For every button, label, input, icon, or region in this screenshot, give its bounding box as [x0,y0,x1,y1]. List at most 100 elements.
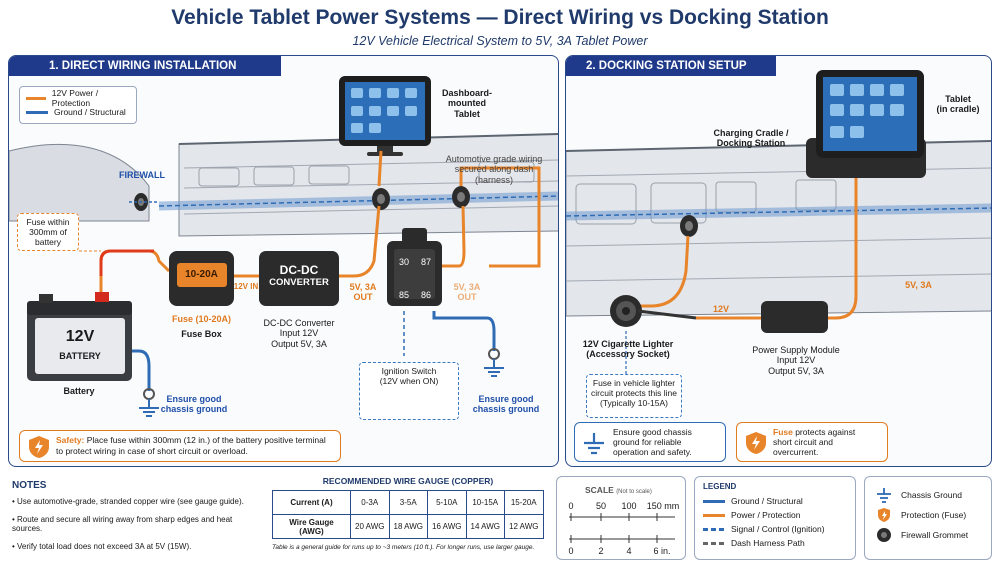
battery-voltage: 12V [65,328,95,345]
line-legend-label: Signal / Control (Ignition) [731,524,825,534]
symbol-label: Firewall Grommet [901,530,969,540]
line-legend-item: Signal / Control (Ignition) [703,522,847,536]
notes-section: NOTES • Use automotive-grade, stranded c… [12,480,262,560]
legend-ground-label: Ground / Structural [54,107,126,117]
note-text-1: Use automotive-grade, stranded copper wi… [17,497,244,506]
note-item-2: • Route and secure all wiring away from … [12,515,233,533]
output-5v-label-b: 5V, 3A OUT [453,282,481,303]
scale-in-4: 4 [626,546,632,556]
ground-icon [584,433,604,455]
cradle-tablet-label: Tablet (in cradle) [936,94,980,115]
cradle-fuse-note: Fuse protects against short circuit and … [736,422,888,462]
docking-station-drawing [566,70,991,374]
docking-station-heading: 2. DOCKING STATION SETUP [566,56,776,76]
table-cell: 20 AWG [350,514,390,539]
gauge-footnote: Table is a general guide for runs up to … [272,544,535,551]
shield-icon [878,508,890,522]
lighter-fuse-note: Fuse in vehicle lighter circuit protects… [586,374,682,418]
scale-in-2: 2 [598,546,604,556]
cradle-fuse-heading: Fuse [773,427,793,437]
line-legend-label: Power / Protection [731,510,801,520]
table-cell: 18 AWG [388,514,428,539]
power-line-icon [703,513,725,517]
line-legend-box: LEGEND Ground / Structural Power / Prote… [694,476,856,560]
symbol-label: Chassis Ground [901,490,962,500]
fuse-box-label: Fuse Box [181,329,222,339]
battery-word: BATTERY [59,351,101,361]
notes-heading: NOTES [12,480,47,491]
line-legend-heading: LEGEND [703,482,737,491]
harness-note: Automotive grade wiring secured along da… [445,154,543,185]
legend-power-label: 12V Power / Protection [51,88,99,108]
line-legend-item: Dash Harness Path [703,536,847,550]
table-cell: 3-5A [388,490,428,515]
table-cell: 16 AWG [427,514,467,539]
table-cell: 5-10A [427,490,467,515]
ground-icon [877,488,891,503]
symbol-item-fuse: Protection (Fuse) [873,505,983,525]
current-header: Current (A) [272,490,351,515]
symbol-item-ground: Chassis Ground [873,485,983,505]
scale-mm-150: 150 mm [646,501,680,511]
cradle-fuse-text-wrap: Fuse protects against short circuit and … [773,427,855,458]
scale-mm-100: 100 [621,501,637,511]
power-module-label: Power Supply Module Input 12V Output 5V,… [752,345,840,376]
dashboard-tablet-label: Dashboard- mounted Tablet [441,88,492,119]
direct-wiring-heading: 1. DIRECT WIRING INSTALLATION [9,56,281,76]
relay-pin-85: 85 [398,290,409,300]
shield-icon [29,436,49,458]
table-cell: 15-20A [504,490,544,515]
legend-ground: Ground / Structural [26,105,130,119]
ground-line-icon [703,499,725,503]
table-cell: 10-15A [465,490,505,515]
relay-pin-86: 86 [420,290,431,300]
direct-wiring-drawing [9,76,558,417]
converter-line1: DC-DC [279,263,319,277]
line-legend-item: Ground / Structural [703,494,847,508]
symbol-item-grommet: Firewall Grommet [873,525,983,545]
note-text-3: Verify total load does not exceed 3A at … [17,542,192,551]
fuse-box-value: 10-20A [185,269,218,280]
relay-pin-87: 87 [420,257,431,267]
scale-in-6: 6 in. [653,546,671,556]
line-legend-item: Power / Protection [703,508,847,522]
ground-note-battery: Ensure good chassis ground [160,394,228,415]
scale-in-0: 0 [568,546,574,556]
cradle-ground-text: Ensure good chassis ground for reliable … [613,427,692,458]
converter-line2: CONVERTER [269,277,329,288]
table-row: Wire Gauge (AWG) 20 AWG 18 AWG 16 AWG 14… [272,514,544,539]
ground-note-relay: Ensure good chassis ground [472,394,540,415]
harness-line-icon [703,541,725,545]
scale-box: SCALE (Not to scale) 0 50 100 150 mm 0 2… [556,476,686,560]
symbol-label: Protection (Fuse) [901,510,967,520]
power-line-icon [26,96,46,100]
converter-description: DC-DC Converter Input 12V Output 5V, 3A [263,318,335,349]
wire-gauge-table: Current (A) 0-3A 3-5A 5-10A 10-15A 15-20… [272,490,544,539]
legend-power: 12V Power / Protection [26,88,130,108]
gauge-heading: RECOMMENDED WIRE GAUGE (COPPER) [322,476,494,486]
docking-station-panel: 2. DOCKING STATION SETUP [565,55,992,467]
table-cell: 0-3A [350,490,390,515]
wire-gauge-section: RECOMMENDED WIRE GAUGE (COPPER) Current … [272,476,544,561]
note-item-1: • Use automotive-grade, stranded copper … [12,497,244,506]
cradle-input-12v: 12V [712,304,729,314]
cradle-label: Charging Cradle / Docking Station [713,128,789,149]
note-text-2: Route and secure all wiring away from sh… [12,515,233,533]
wire-legend: 12V Power / Protection Ground / Structur… [19,86,137,124]
safety-text: Place fuse within 300mm (12 in.) of the … [56,435,326,456]
ground-line-icon [26,110,48,114]
table-cell: 14 AWG [465,514,505,539]
scale-ruler [569,513,675,543]
scale-mm-0: 0 [568,501,574,511]
symbol-legend-box: Chassis Ground Protection (Fuse) Firewal… [864,476,992,560]
line-legend-label: Ground / Structural [731,496,803,506]
fuse-distance-note: Fuse within 300mm of battery [17,213,79,251]
cradle-fuse-text: protects against short circuit and overc… [773,427,856,458]
note-item-3: • Verify total load does not exceed 3A a… [12,542,192,551]
input-12v-label: 12V IN [233,282,259,291]
table-cell: 12 AWG [504,514,544,539]
ignition-switch-label: Ignition Switch (12V when ON) [379,366,439,387]
firewall-label: FIREWALL [119,170,165,180]
fuse-rating-label: Fuse (10-20A) [171,314,232,324]
safety-note: Safety: Place fuse within 300mm (12 in.)… [19,430,341,462]
